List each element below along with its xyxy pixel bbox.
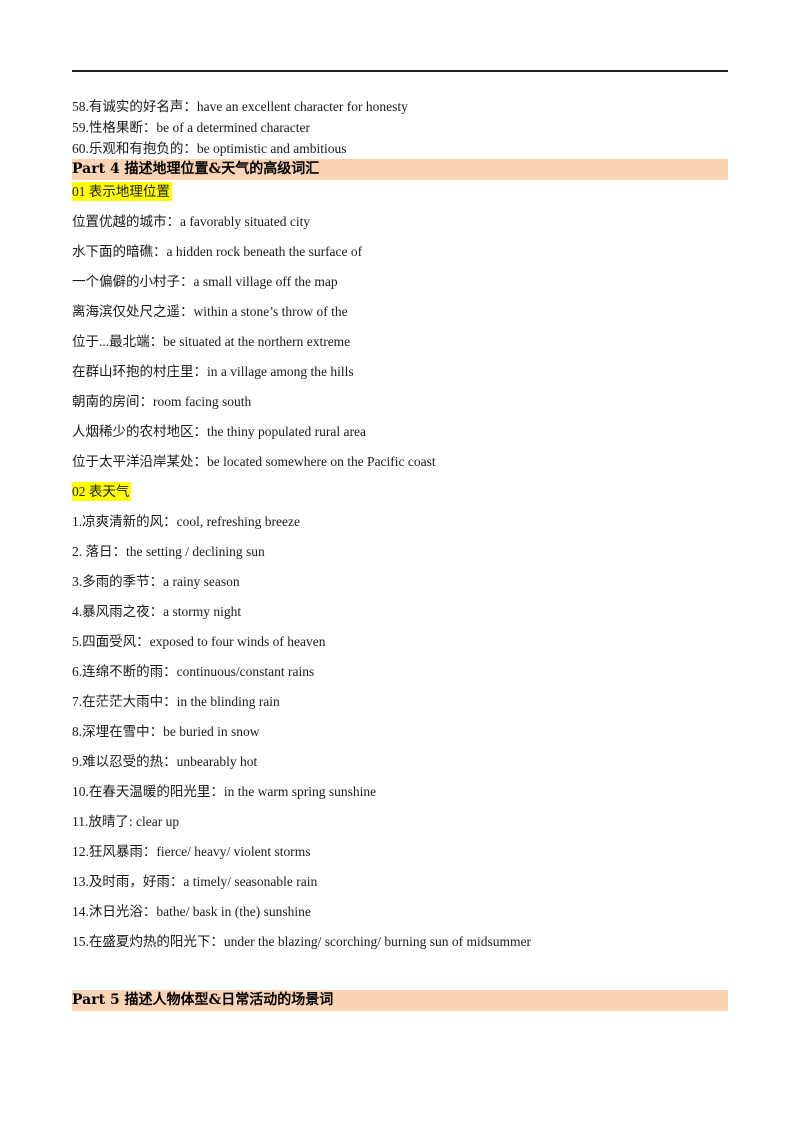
location-item: 位于...最北端：be situated at the northern ext… [72, 334, 351, 349]
weather-item: 3.多雨的季节：a rainy season [72, 574, 240, 589]
weather-item: 1.凉爽清新的风：cool, refreshing breeze [72, 514, 300, 529]
vocab-item-59: 59.性格果断：be of a determined character [72, 120, 311, 135]
location-item: 人烟稀少的农村地区：the thiny populated rural area [72, 424, 366, 439]
part-5-heading: Part 5 描述人物体型&日常活动的场景词 [72, 990, 728, 1011]
location-item: 在群山环抱的村庄里：in a village among the hills [72, 364, 354, 379]
weather-item: 12.狂风暴雨：fierce/ heavy/ violent storms [72, 844, 311, 859]
weather-item: 14.沐日光浴：bathe/ bask in (the) sunshine [72, 904, 311, 919]
header-rule [72, 70, 728, 72]
weather-item: 6.连绵不断的雨：continuous/constant rains [72, 664, 315, 679]
weather-item: 7.在茫茫大雨中：in the blinding rain [72, 694, 280, 709]
weather-item: 8.深埋在雪中：be buried in snow [72, 724, 260, 739]
weather-item: 2. 落日：the setting / declining sun [72, 544, 265, 559]
section-heading-weather: 02 表天气 [72, 482, 132, 501]
weather-item: 13.及时雨，好雨：a timely/ seasonable rain [72, 874, 318, 889]
location-item: 离海滨仅处尺之遥：within a stone’s throw of the [72, 304, 348, 319]
vocab-item-60: 60.乐观和有抱负的：be optimistic and ambitious [72, 141, 347, 156]
location-item: 一个偏僻的小村子：a small village off the map [72, 274, 338, 289]
weather-item: 9.难以忍受的热：unbearably hot [72, 754, 258, 769]
weather-item: 15.在盛夏灼热的阳光下：under the blazing/ scorchin… [72, 934, 531, 949]
weather-item: 11.放晴了: clear up [72, 814, 180, 829]
part-4-heading: Part 4 描述地理位置&天气的高级词汇 [72, 159, 728, 180]
vocab-item-58: 58.有诚实的好名声：have an excellent character f… [72, 99, 408, 114]
weather-item: 5.四面受风：exposed to four winds of heaven [72, 634, 326, 649]
location-item: 朝南的房间：room facing south [72, 394, 252, 409]
weather-item: 4.暴风雨之夜：a stormy night [72, 604, 242, 619]
location-item: 位于太平洋沿岸某处：be located somewhere on the Pa… [72, 454, 436, 469]
section-heading-location: 01 表示地理位置 [72, 182, 172, 201]
weather-item: 10.在春天温暖的阳光里：in the warm spring sunshine [72, 784, 377, 799]
location-item: 水下面的暗礁：a hidden rock beneath the surface… [72, 244, 363, 259]
location-item: 位置优越的城市：a favorably situated city [72, 214, 311, 229]
